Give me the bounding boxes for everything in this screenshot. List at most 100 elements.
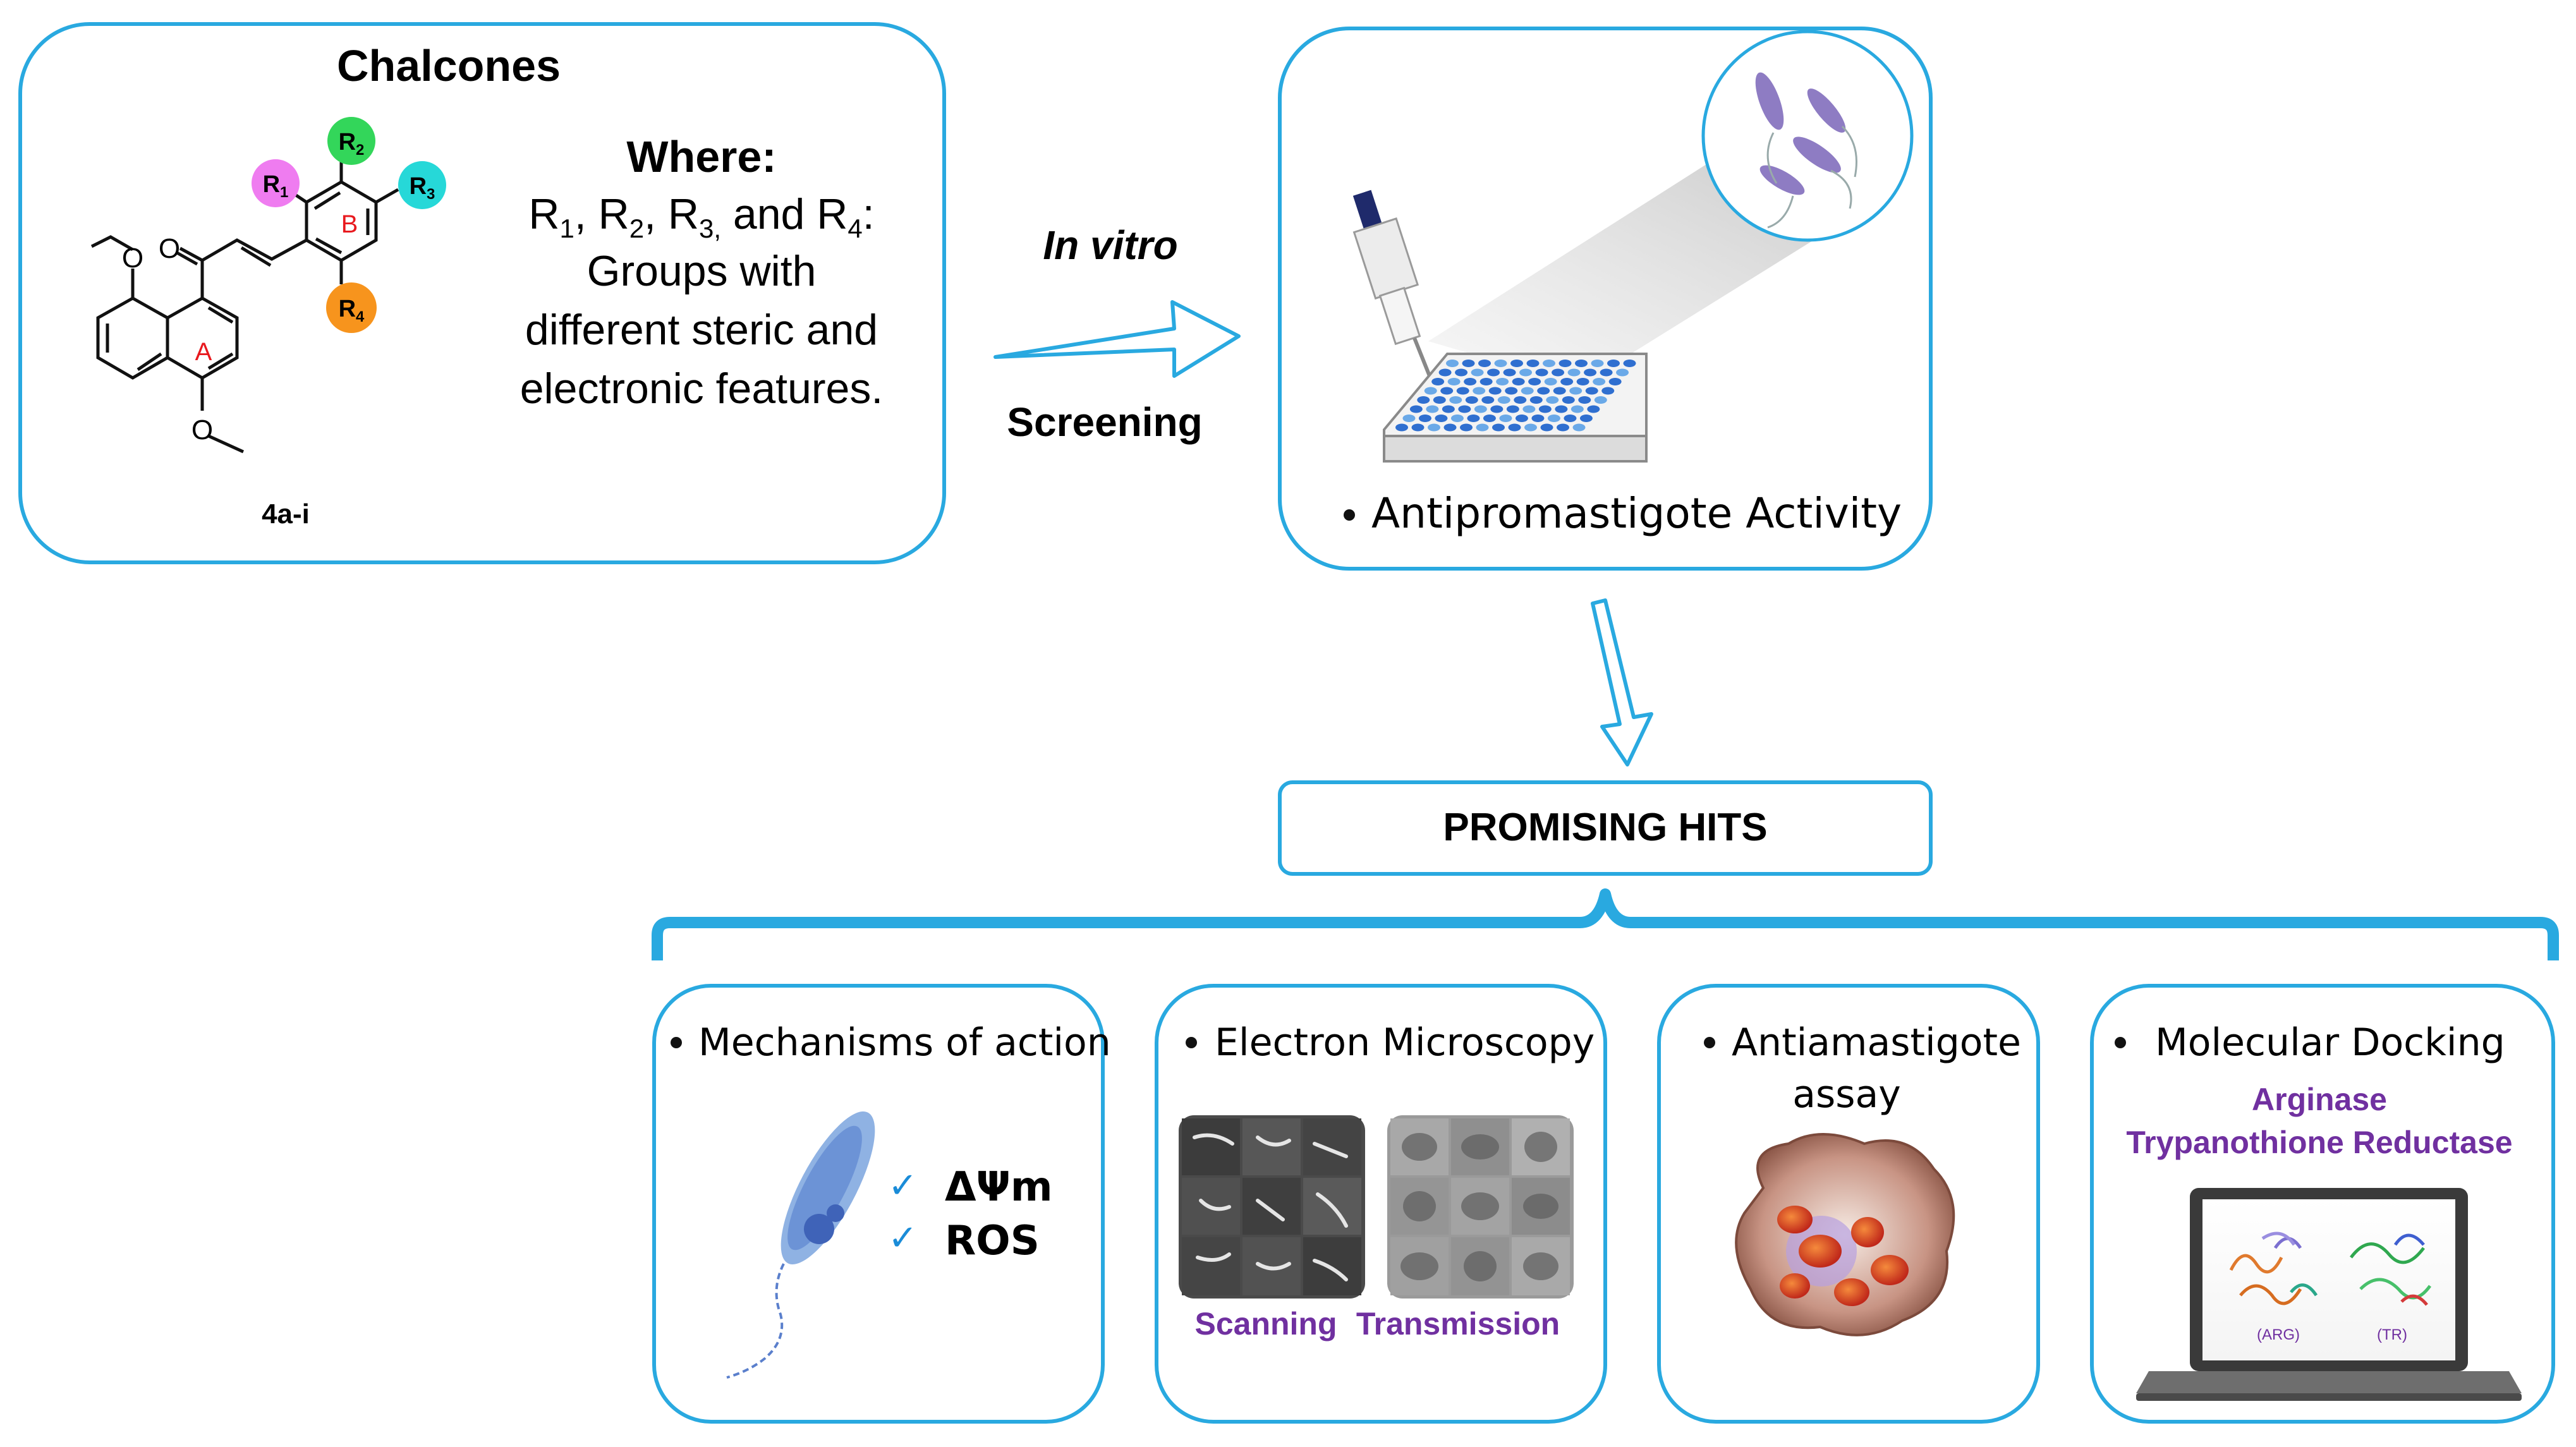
- well: [1499, 415, 1512, 422]
- well: [1540, 423, 1553, 432]
- where-line4: electronic features.: [520, 365, 884, 413]
- well: [1488, 387, 1502, 395]
- parasite-icon: [726, 1111, 875, 1379]
- well: [1594, 396, 1607, 404]
- well: [1524, 423, 1537, 432]
- r2-substituent: R2: [327, 117, 375, 165]
- screening-label: Screening: [1007, 399, 1202, 445]
- antiamastigote-title-1: Antiamastigote: [1732, 1020, 2021, 1065]
- well: [1492, 423, 1505, 432]
- sem-image-grid: [1179, 1115, 1365, 1299]
- well: [1424, 387, 1437, 395]
- well: [1521, 387, 1534, 395]
- arginase-structure: [2229, 1232, 2318, 1305]
- well: [1449, 396, 1462, 404]
- well: [1497, 396, 1510, 404]
- laptop-icon: (ARG) (TR): [2136, 1188, 2522, 1401]
- well: [1490, 405, 1504, 413]
- well: [1537, 387, 1550, 395]
- chalcones-frame: [18, 22, 946, 564]
- well: [1600, 368, 1613, 377]
- well: [1553, 387, 1566, 395]
- well: [1555, 405, 1568, 413]
- well: [1601, 387, 1615, 395]
- check-icon-1: ✓: [888, 1165, 918, 1206]
- well: [1409, 405, 1423, 413]
- docking-title: Molecular Docking: [2155, 1020, 2505, 1065]
- carbonyl-o: O: [159, 233, 180, 264]
- well: [1515, 415, 1528, 422]
- well: [1607, 360, 1620, 367]
- well: [1450, 415, 1464, 422]
- well: [1538, 405, 1552, 413]
- tr-structure: [2350, 1233, 2432, 1306]
- well: [1508, 423, 1521, 432]
- screening-arrow: In vitro Screening: [993, 222, 1241, 445]
- methoxy-o-bottom: O: [191, 415, 213, 445]
- well-plate-icon: [1383, 353, 1648, 463]
- ros-label: ROS: [945, 1218, 1040, 1264]
- well: [1572, 423, 1586, 432]
- ring-b-label: B: [341, 210, 358, 238]
- well: [1593, 378, 1606, 385]
- well: [1531, 415, 1545, 422]
- well: [1526, 360, 1540, 367]
- well: [1464, 378, 1477, 385]
- well: [1465, 396, 1478, 404]
- well: [1512, 378, 1525, 385]
- well: [1462, 360, 1475, 367]
- antipromastigote-label: Antipromastigote Activity: [1371, 489, 1902, 538]
- well: [1575, 360, 1588, 367]
- svg-text:R4: R4: [339, 296, 365, 325]
- well: [1418, 415, 1431, 422]
- well: [1585, 387, 1598, 395]
- well: [1560, 378, 1574, 385]
- well: [1571, 405, 1584, 413]
- well: [1623, 360, 1636, 367]
- well: [1576, 378, 1589, 385]
- transmission-label: Transmission: [1356, 1306, 1560, 1341]
- where-line3: different steric and: [525, 306, 878, 354]
- well: [1564, 415, 1577, 422]
- well: [1608, 378, 1622, 385]
- well: [1431, 378, 1445, 385]
- tem-image-grid: [1387, 1115, 1574, 1299]
- well: [1487, 368, 1500, 377]
- antiamastigote-title-2: assay: [1792, 1072, 1901, 1117]
- well: [1510, 360, 1523, 367]
- well: [1447, 378, 1461, 385]
- well: [1478, 360, 1491, 367]
- r1-substituent: R1: [252, 159, 300, 207]
- chalcones-title: Chalcones: [337, 41, 561, 90]
- well: [1456, 387, 1469, 395]
- r3-substituent: R3: [398, 161, 446, 209]
- well: [1474, 405, 1487, 413]
- r4-substituent: R4: [326, 282, 377, 333]
- tr-label: (TR): [2377, 1326, 2407, 1343]
- well: [1496, 378, 1509, 385]
- antiamastigote-panel: Antiamastigote assay: [1657, 984, 2040, 1424]
- well: [1546, 396, 1559, 404]
- check-icon-2: ✓: [888, 1218, 918, 1259]
- promising-hits-label: PROMISING HITS: [1443, 806, 1767, 849]
- well: [1535, 368, 1548, 377]
- well: [1503, 368, 1516, 377]
- scanning-label: Scanning: [1194, 1306, 1337, 1341]
- well: [1433, 396, 1446, 404]
- well: [1587, 405, 1600, 413]
- well: [1558, 360, 1572, 367]
- down-arrow: [1591, 598, 1653, 766]
- well: [1505, 387, 1518, 395]
- well: [1578, 396, 1591, 404]
- well: [1529, 396, 1543, 404]
- well: [1476, 423, 1489, 432]
- well: [1591, 360, 1604, 367]
- well: [1446, 360, 1459, 367]
- arginase-label: Arginase: [2252, 1082, 2387, 1117]
- well: [1395, 423, 1408, 432]
- well: [1442, 405, 1455, 413]
- well: [1481, 396, 1495, 404]
- well: [1567, 368, 1581, 377]
- where-title: Where:: [626, 132, 776, 181]
